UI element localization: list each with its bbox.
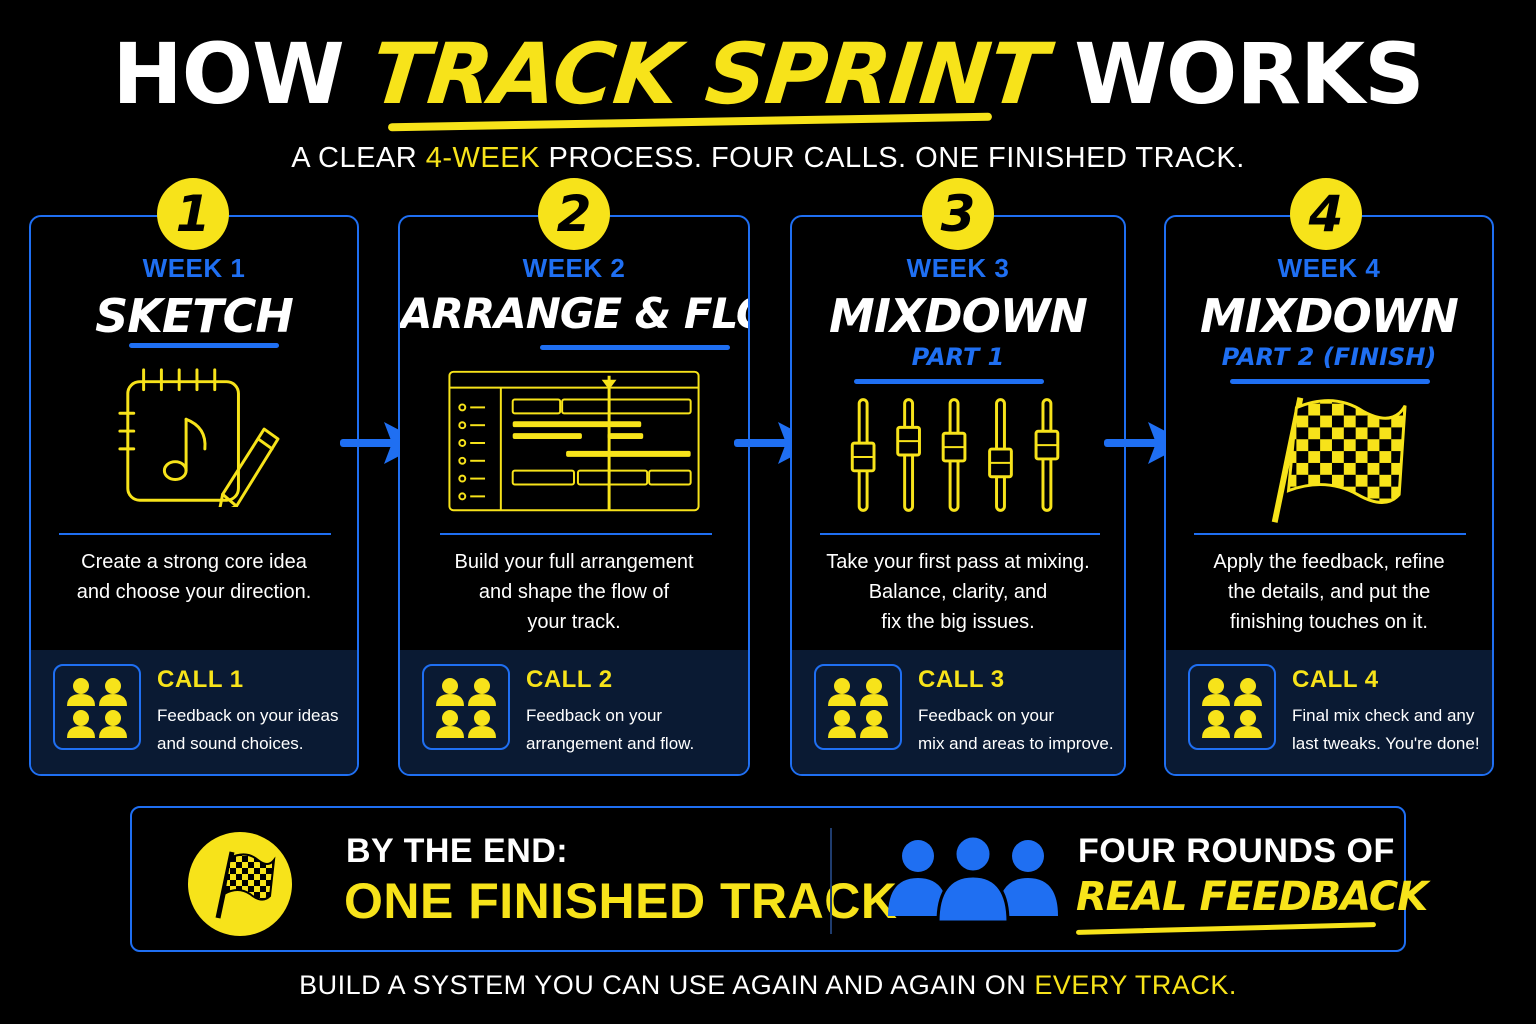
- subtitle-start: A CLEAR: [291, 142, 418, 174]
- card-divider: [1194, 533, 1466, 535]
- call-desc-line: and sound choices.: [157, 734, 304, 753]
- arrangement-timeline-icon: [448, 370, 700, 512]
- title-suffix: WORKS: [1074, 25, 1424, 123]
- stage-title: ARRANGE & FLOW: [400, 289, 748, 338]
- desc-line: and shape the flow of: [478, 581, 670, 603]
- step-card-1: WEEK 1 SKETCH Create a strong core idea …: [29, 215, 359, 776]
- step-card-4: WEEK 4 MIXDOWN PART 2 (FINISH) Apply the…: [1164, 215, 1494, 776]
- desc-line: finishing touches on it.: [1230, 611, 1428, 633]
- feedback-label: FOUR ROUNDS OF: [1078, 832, 1395, 870]
- call-desc-line: last tweaks. You're done!: [1292, 734, 1480, 753]
- footer-text: BUILD A SYSTEM YOU CAN USE AGAIN AND AGA…: [299, 970, 1027, 1000]
- title-brand: TRACK SPRINT: [366, 25, 1052, 123]
- call-description: Final mix check and any last tweaks. You…: [1292, 702, 1484, 758]
- title-prefix: HOW: [112, 25, 344, 123]
- call-title: CALL 1: [157, 666, 244, 693]
- step-2-number-badge: 2: [538, 178, 610, 250]
- desc-line: the details, and put the: [1227, 581, 1431, 603]
- desc-line: fix the big issues.: [881, 611, 1035, 633]
- group-call-icon: [814, 664, 902, 750]
- week-label: WEEK 1: [142, 253, 246, 283]
- step-card-3: WEEK 3 MIXDOWN PART 1 Take your first pa…: [790, 215, 1126, 776]
- desc-line: Apply the feedback, refine: [1213, 551, 1445, 573]
- week-label: WEEK 4: [1277, 253, 1381, 283]
- step-1-number-badge: 1: [157, 178, 229, 250]
- call-title: CALL 4: [1292, 666, 1379, 693]
- step-description: Apply the feedback, refine the details, …: [1176, 547, 1482, 637]
- brush-stroke: [854, 379, 1044, 384]
- call-desc-line: mix and areas to improve.: [918, 734, 1114, 753]
- call-desc-line: Final mix check and any: [1292, 706, 1475, 725]
- stage-title: MIXDOWN: [829, 289, 1088, 343]
- step-description: Take your first pass at mixing. Balance,…: [802, 547, 1114, 637]
- summary-divider: [830, 828, 832, 934]
- mixer-faders-icon: [850, 398, 1060, 512]
- footer-tagline: BUILD A SYSTEM YOU CAN USE AGAIN AND AGA…: [0, 970, 1536, 1001]
- step-description: Build your full arrangement and shape th…: [410, 547, 738, 637]
- call-description: Feedback on your arrangement and flow.: [526, 702, 740, 758]
- feedback-brush-underline: [1075, 922, 1377, 935]
- group-call-icon: [422, 664, 510, 750]
- step-card-2: WEEK 2 ARRANGE & FLOW: [398, 215, 750, 776]
- call-title: CALL 3: [918, 666, 1005, 693]
- stage-title: SKETCH: [95, 289, 294, 343]
- desc-line: Balance, clarity, and: [868, 581, 1048, 603]
- call-desc-line: Feedback on your: [526, 706, 663, 725]
- call-panel: CALL 4 Final mix check and any last twea…: [1166, 650, 1492, 774]
- stage-subtitle: PART 1: [911, 343, 1005, 371]
- call-desc-line: arrangement and flow.: [526, 734, 695, 753]
- card-divider: [440, 533, 712, 535]
- desc-line: your track.: [527, 611, 621, 633]
- step-4-number-badge: 4: [1290, 178, 1362, 250]
- brush-stroke: [1230, 379, 1430, 384]
- stage-subtitle: PART 2 (FINISH): [1221, 343, 1437, 371]
- week-label: WEEK 3: [906, 253, 1010, 283]
- step-3-number-badge: 3: [922, 178, 994, 250]
- end-value: ONE FINISHED TRACK: [344, 873, 898, 929]
- end-label: BY THE END:: [346, 832, 569, 870]
- footer-highlight: EVERY TRACK.: [1034, 970, 1237, 1000]
- page-title: HOW TRACK SPRINT WORKS: [0, 25, 1536, 123]
- feedback-value: REAL FEEDBACK: [1076, 874, 1428, 920]
- brush-stroke: [540, 345, 730, 350]
- finish-flag-badge-icon: [188, 832, 292, 936]
- call-desc-line: Feedback on your ideas: [157, 706, 339, 725]
- desc-line: Create a strong core idea: [81, 551, 307, 573]
- call-description: Feedback on your ideas and sound choices…: [157, 702, 349, 758]
- notebook-music-pencil-icon: [118, 368, 280, 507]
- call-panel: CALL 3 Feedback on your mix and areas to…: [792, 650, 1124, 774]
- week-label: WEEK 2: [522, 253, 626, 283]
- call-panel: CALL 1 Feedback on your ideas and sound …: [31, 650, 357, 774]
- card-divider: [59, 533, 331, 535]
- summary-panel: BY THE END: ONE FINISHED TRACK FOUR ROUN…: [130, 806, 1428, 952]
- stage-title: MIXDOWN: [1200, 289, 1459, 343]
- desc-line: and choose your direction.: [76, 581, 312, 603]
- desc-line: Take your first pass at mixing.: [826, 551, 1090, 573]
- group-people-icon: [888, 836, 1058, 922]
- call-panel: CALL 2 Feedback on your arrangement and …: [400, 650, 748, 774]
- subtitle-end: PROCESS. FOUR CALLS. ONE FINISHED TRACK.: [548, 142, 1245, 174]
- subtitle: A CLEAR 4-WEEK PROCESS. FOUR CALLS. ONE …: [0, 142, 1536, 175]
- group-call-icon: [53, 664, 141, 750]
- card-divider: [820, 533, 1100, 535]
- call-description: Feedback on your mix and areas to improv…: [918, 702, 1116, 758]
- group-call-icon: [1188, 664, 1276, 750]
- call-title: CALL 2: [526, 666, 613, 693]
- subtitle-highlight: 4-WEEK: [425, 142, 540, 174]
- desc-line: Build your full arrangement: [454, 551, 694, 573]
- brush-stroke: [129, 343, 279, 348]
- step-description: Create a strong core idea and choose you…: [41, 547, 347, 607]
- checkered-flag-icon: [1271, 397, 1407, 523]
- call-desc-line: Feedback on your: [918, 706, 1055, 725]
